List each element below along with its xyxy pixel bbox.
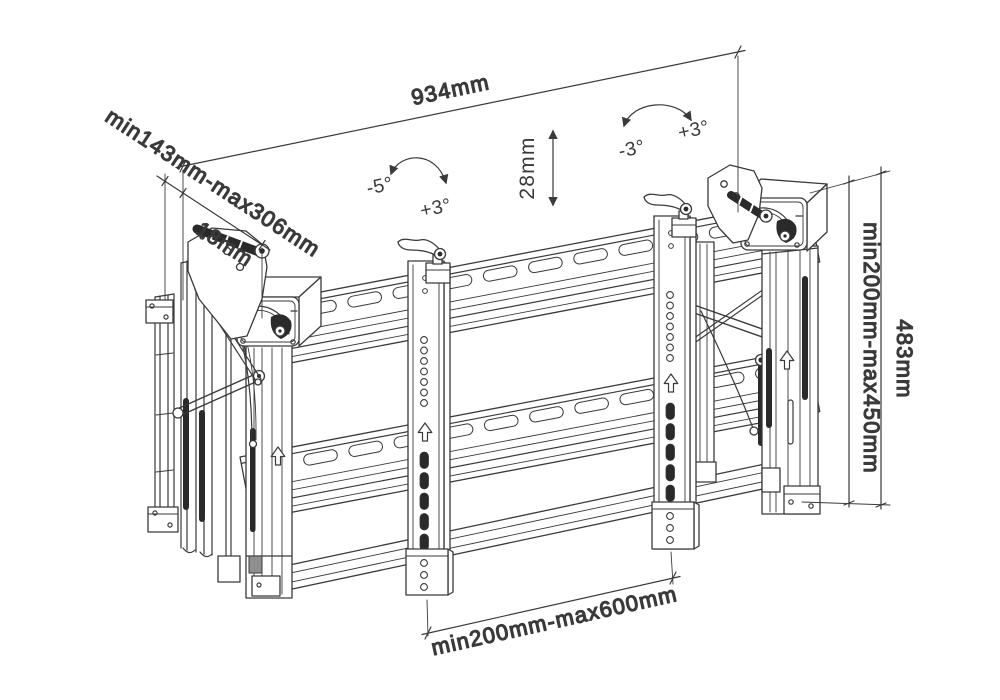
- right-hinge-plate: [707, 164, 773, 244]
- dim-vesa-width: min200mm-max600mm: [421, 551, 681, 661]
- tilt-rear-down-label: -3°: [616, 136, 647, 163]
- tilt-front-down-label: -5°: [364, 173, 395, 200]
- tilt-arc-front: -5° +3°: [364, 157, 453, 222]
- dim-right-side: min200mm-max450mm 483mm: [801, 166, 918, 510]
- wall-anchor-top: [145, 299, 174, 324]
- tilt-arc-rear: -3° +3°: [616, 104, 711, 163]
- right-corner-block: [740, 178, 828, 252]
- wall-plate: [145, 293, 179, 533]
- vesa-bracket-right: [643, 193, 700, 550]
- dim-vesa-height-label: min200mm-max450mm: [859, 222, 884, 473]
- tilt-front-up-label: +3°: [418, 194, 453, 222]
- dim-height-adjust-label: 28mm: [516, 136, 539, 199]
- dim-height-adjust: 28mm: [516, 129, 558, 207]
- left-slide-rails: [180, 255, 213, 558]
- right-front-column: [761, 245, 821, 515]
- left-front-column: [245, 343, 293, 599]
- wall-anchor-bottom: [147, 506, 179, 533]
- clamp-lever-right: [643, 193, 697, 238]
- dim-overall-height-label: 483mm: [892, 319, 917, 398]
- right-rear-slide: [691, 241, 768, 483]
- right-tilt-strut: [727, 191, 769, 221]
- left-tilt-strut: [192, 224, 264, 257]
- dim-overall-width-label: 934mm: [409, 69, 492, 110]
- vesa-bracket-center: [397, 238, 454, 596]
- clamp-lever-center: [397, 238, 451, 284]
- tilt-rear-up-label: +3°: [676, 116, 711, 144]
- dim-vesa-width-label: min200mm-max600mm: [429, 581, 680, 660]
